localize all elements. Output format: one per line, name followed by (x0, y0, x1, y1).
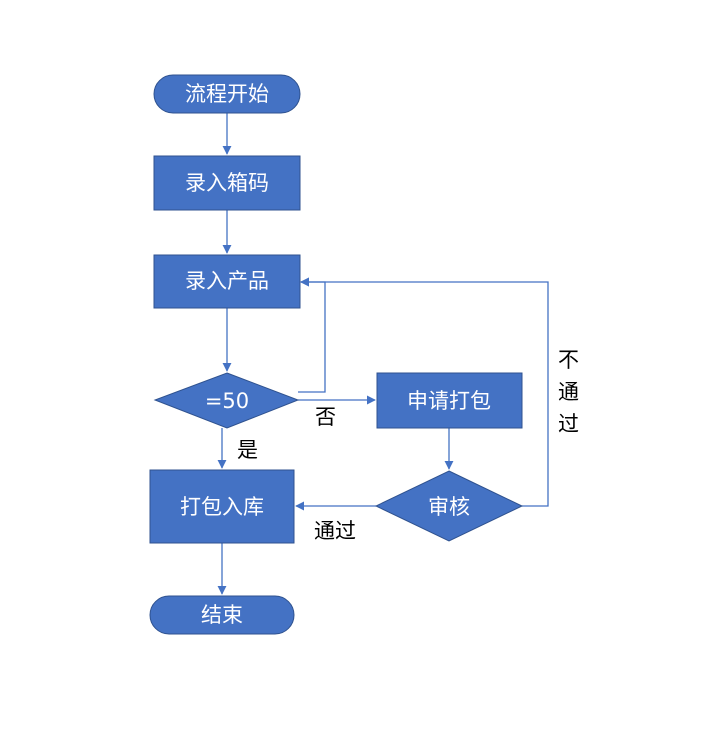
start-terminator-shape (153, 74, 301, 114)
apply-pack-process-shape (376, 372, 523, 429)
edge-no-loop-to-product (298, 277, 326, 393)
pack-store-process-shape (149, 469, 295, 544)
edge-label-not-pass-1: 不 (558, 348, 579, 372)
edge-label-yes: 是 (237, 438, 258, 462)
pack-store-label: 打包入库 (180, 495, 264, 519)
edge-review-not-pass (300, 277, 549, 507)
node-check-count[interactable]: =50 (153, 372, 300, 429)
check-count-label: =50 (205, 389, 249, 413)
edge-label-pass: 通过 (314, 519, 356, 543)
enter-box-code-process-shape (153, 155, 301, 211)
edge-label-no: 否 (315, 405, 336, 429)
edges (217, 113, 549, 595)
enter-product-label: 录入产品 (185, 269, 269, 293)
edge-label-not-pass-2: 通 (558, 380, 579, 404)
enter-box-code-label: 录入箱码 (185, 171, 269, 195)
end-label: 结束 (201, 603, 243, 627)
start-label: 流程开始 (185, 82, 269, 106)
node-enter-box-code[interactable]: 录入箱码 (153, 155, 301, 211)
node-start[interactable]: 流程开始 (153, 74, 301, 114)
enter-product-process-shape (153, 254, 301, 309)
check-count-decision-shape (153, 372, 300, 429)
node-enter-product[interactable]: 录入产品 (153, 254, 301, 309)
node-pack-store[interactable]: 打包入库 (149, 469, 295, 544)
review-label: 审核 (428, 495, 470, 519)
apply-pack-label: 申请打包 (407, 389, 491, 413)
node-end[interactable]: 结束 (149, 595, 295, 635)
node-apply-pack[interactable]: 申请打包 (376, 372, 523, 429)
edge-label-not-pass-3: 过 (558, 412, 579, 436)
end-terminator-shape (149, 595, 295, 635)
review-decision-shape (374, 470, 524, 542)
node-review[interactable]: 审核 (374, 470, 524, 542)
